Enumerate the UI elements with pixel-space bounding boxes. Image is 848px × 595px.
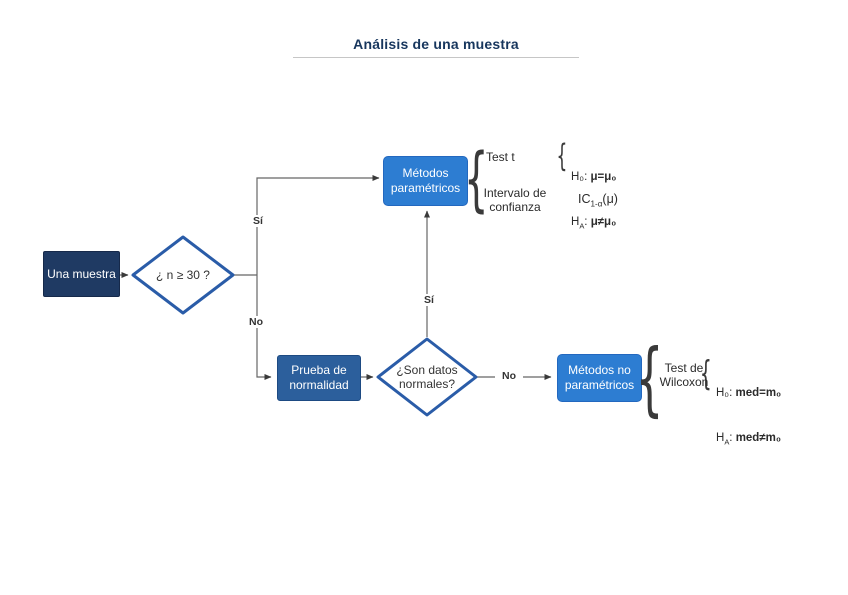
brace-glyph: { [556, 137, 568, 174]
annotation-wilcoxon-test: Test de Wilcoxon [659, 361, 709, 390]
connector-yes-to-parametric [256, 175, 380, 275]
node-una-muestra-label: Una muestra [47, 266, 116, 281]
annotation-confidence-interval: Intervalo de confianza [483, 186, 547, 215]
h0-value: μ=μ₀ [590, 171, 617, 184]
brace-glyph: { [635, 332, 663, 425]
hypothesis-h0-parametric: H₀: μ=μ₀ [571, 170, 616, 185]
node-prueba-normalidad-label: Prueba de normalidad [289, 363, 349, 392]
title-divider [293, 57, 579, 58]
brace-icon-nonparametric: { [634, 337, 664, 421]
ic-suffix: (μ) [602, 192, 618, 206]
brace-glyph: { [463, 138, 489, 220]
node-metodos-no-parametricos-label: Métodos no paramétricos [564, 363, 635, 392]
node-metodos-no-parametricos: Métodos no paramétricos [557, 354, 642, 402]
edge-label-no-2: No [495, 370, 523, 382]
decision1-label: ¿ n ≥ 30 ? [156, 268, 210, 282]
ha-prefix: H [716, 431, 725, 444]
annotation-confidence-interval-formula: IC1-α(μ) [578, 192, 618, 209]
h0-prefix: H₀: [571, 171, 591, 184]
ic-subscript: 1-α [590, 199, 603, 209]
ha-subscript: A [579, 220, 585, 230]
brace-icon-hypotheses-wilcoxon: { [698, 356, 714, 392]
ha-prefix: H [571, 215, 580, 228]
ha-value: μ≠μ₀ [590, 215, 617, 228]
hypothesis-ha-parametric: HA: μ≠μ₀ [571, 215, 616, 231]
connector-no-to-normality [256, 275, 272, 380]
decision2-label: ¿Son datos normales? [396, 363, 458, 392]
edge-label-no-1: No [242, 316, 270, 328]
node-metodos-parametricos: Métodos paramétricos [383, 156, 468, 206]
brace-icon-parametric: { [462, 143, 490, 215]
ha-colon: : [729, 431, 736, 444]
ic-prefix: IC [578, 192, 591, 206]
ha-subscript: A [724, 436, 730, 446]
annotation-test-t: Test t [486, 150, 515, 164]
h0-prefix: H₀: [716, 387, 736, 400]
node-una-muestra: Una muestra [43, 251, 120, 297]
edge-label-si-2: Sí [416, 294, 442, 306]
edge-label-si-1: Sí [245, 215, 271, 227]
ha-colon: : [584, 215, 591, 228]
hypothesis-ha-wilcoxon: HA: med≠m₀ [716, 431, 781, 447]
decision-diamond-n30 [131, 235, 235, 315]
brace-icon-hypotheses-parametric: { [554, 140, 570, 172]
brace-glyph: { [700, 354, 712, 394]
hypothesis-h0-wilcoxon: H₀: med=m₀ [716, 386, 781, 401]
annotation-hypotheses-wilcoxon: H₀: med=m₀ HA: med≠m₀ [716, 357, 781, 476]
h0-value: med=m₀ [735, 387, 782, 400]
ha-value: med≠m₀ [735, 431, 782, 444]
page-title: Análisis de una muestra [353, 36, 519, 52]
decision-diamond-normal-data [376, 337, 478, 417]
node-prueba-normalidad: Prueba de normalidad [277, 355, 361, 401]
annotation-hypotheses-parametric: H₀: μ=μ₀ HA: μ≠μ₀ [571, 141, 616, 260]
node-metodos-parametricos-label: Métodos paramétricos [390, 166, 461, 195]
